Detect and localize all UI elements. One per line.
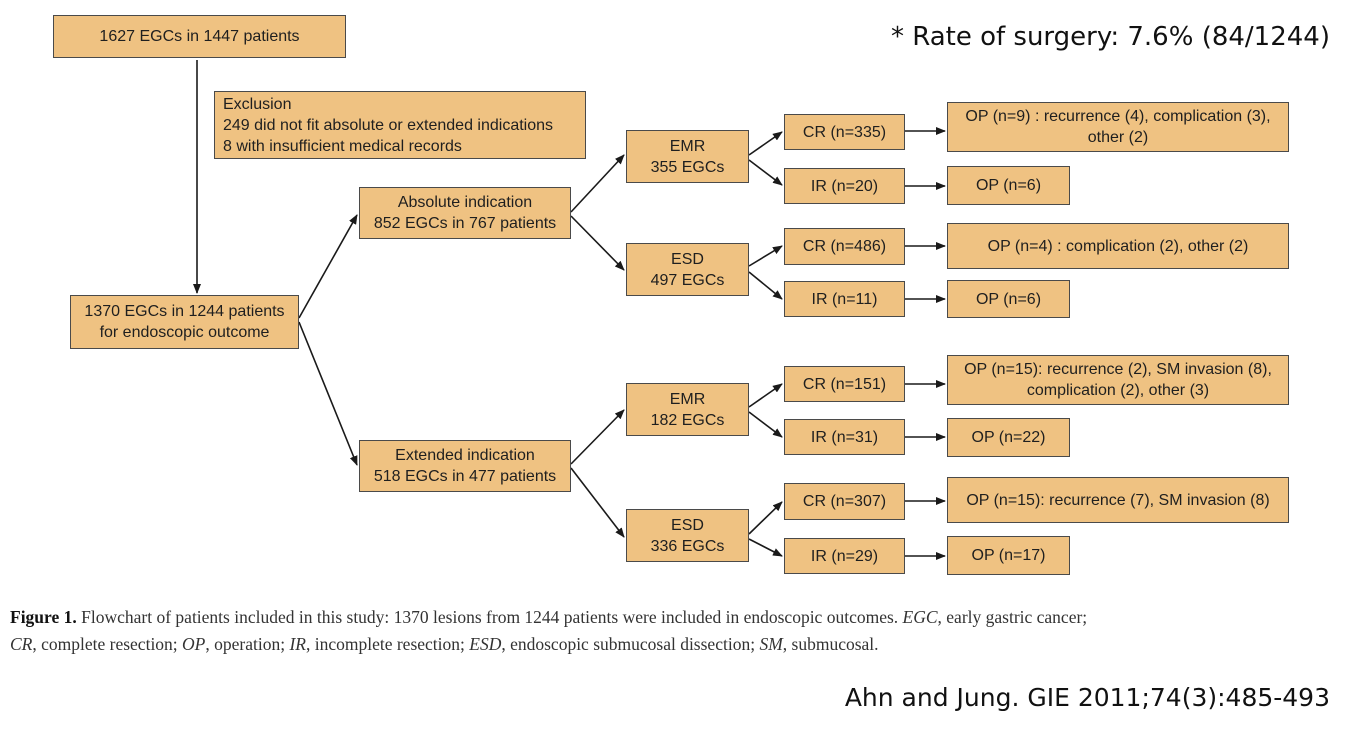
exclusion-line-1: 249 did not fit absolute or extended ind…	[223, 116, 554, 134]
caption-def: , endoscopic submucosal dissection;	[501, 634, 760, 654]
cr-label: CR (n=307)	[802, 493, 887, 510]
arrow-ext-esd-to-ir	[748, 538, 783, 557]
extended-line-2: 518 EGCs in 477 patients	[373, 468, 557, 485]
cr-label: CR (n=151)	[802, 375, 887, 393]
extended-emr-line-2: 182 EGCs	[650, 411, 725, 429]
absolute-indication-box: Absolute indication 852 EGCs in 767 pati…	[359, 187, 571, 239]
op-label: OP (n=17)	[971, 547, 1046, 564]
endoscopic-line-1: 1370 EGCs in 1244 patients	[84, 303, 285, 320]
cr-box-ext-emr: CR (n=151)	[784, 366, 905, 402]
caption-abbr: OP	[182, 634, 206, 654]
ir-label: IR (n=11)	[811, 290, 878, 308]
caption-abbr: ESD	[469, 634, 502, 654]
caption-label: Figure 1.	[10, 607, 77, 627]
figure-caption: Figure 1. Flowchart of patients included…	[10, 604, 1345, 658]
caption-def: , incomplete resection;	[305, 634, 470, 654]
extended-line-1: Extended indication	[395, 447, 535, 464]
extended-emr-box: EMR 182 EGCs	[626, 383, 749, 436]
absolute-emr-box: EMR 355 EGCs	[626, 130, 749, 183]
ir-label: IR (n=20)	[810, 177, 879, 195]
connector-arrows	[193, 60, 946, 560]
absolute-esd-line-1: ESD	[671, 250, 704, 268]
absolute-line-1: Absolute indication	[397, 194, 533, 211]
op-box-abs-esd-ir: OP (n=6)	[947, 280, 1070, 318]
ir-box-abs-emr: IR (n=20)	[784, 168, 905, 204]
arrow-ext-emr-to-cr	[748, 383, 783, 408]
op-line-2: other (2)	[1087, 129, 1149, 146]
absolute-esd-box: ESD 497 EGCs	[626, 243, 749, 296]
cr-box-ext-esd: CR (n=307)	[784, 483, 905, 520]
caption-def: , operation;	[205, 634, 290, 654]
op-box-ext-emr-cr: OP (n=15): recurrence (2), SM invasion (…	[947, 355, 1289, 405]
arrow-abs-emr-to-ir	[748, 159, 783, 186]
op-line-1: OP (n=9) : recurrence (4), complication …	[965, 108, 1271, 125]
arrow-abs-esd-to-ir	[748, 271, 783, 300]
endoscopic-line-2: for endoscopic outcome	[99, 324, 270, 341]
ir-box-abs-esd: IR (n=11)	[784, 281, 905, 317]
rate-of-surgery-note: * Rate of surgery: 7.6% (84/1244)	[890, 22, 1330, 52]
exclusion-box: Exclusion 249 did not fit absolute or ex…	[214, 91, 586, 159]
cr-box-abs-esd: CR (n=486)	[784, 228, 905, 265]
arrow-endoscopic-to-absolute	[298, 214, 358, 319]
arrow-extended-to-esd	[570, 467, 625, 538]
arrow-ext-esd-to-cr	[748, 501, 783, 535]
cr-label: CR (n=486)	[802, 238, 887, 255]
ir-label: IR (n=31)	[810, 428, 879, 446]
extended-esd-line-2: 336 EGCs	[650, 537, 725, 555]
op-box-ext-esd-ir: OP (n=17)	[947, 536, 1070, 575]
arrow-endoscopic-to-extended	[298, 321, 358, 466]
start-box-label: 1627 EGCs in 1447 patients	[99, 28, 300, 45]
extended-emr-line-1: EMR	[669, 390, 706, 408]
op-label: OP (n=4) : complication (2), other (2)	[987, 237, 1249, 255]
extended-esd-box: ESD 336 EGCs	[626, 509, 749, 562]
op-box-ext-esd-cr: OP (n=15): recurrence (7), SM invasion (…	[947, 477, 1289, 523]
endoscopic-outcome-box: 1370 EGCs in 1244 patients for endoscopi…	[70, 295, 299, 349]
arrow-absolute-to-esd	[570, 215, 625, 271]
op-line-2: complication (2), other (3)	[1026, 382, 1210, 399]
op-box-abs-emr-ir: OP (n=6)	[947, 166, 1070, 205]
absolute-emr-line-1: EMR	[669, 137, 706, 155]
op-label: OP (n=22)	[971, 429, 1046, 446]
caption-abbr: IR	[289, 634, 306, 654]
exclusion-title: Exclusion	[223, 95, 292, 113]
cr-box-abs-emr: CR (n=335)	[784, 114, 905, 150]
ir-label: IR (n=29)	[810, 547, 879, 565]
caption-abbr: EGC	[902, 607, 938, 627]
op-box-abs-esd-cr: OP (n=4) : complication (2), other (2)	[947, 223, 1289, 269]
caption-abbr: SM	[759, 634, 783, 654]
caption-def: , complete resection;	[32, 634, 183, 654]
cr-label: CR (n=335)	[802, 123, 887, 141]
extended-indication-box: Extended indication 518 EGCs in 477 pati…	[359, 440, 571, 492]
op-label: OP (n=6)	[975, 177, 1042, 194]
absolute-line-2: 852 EGCs in 767 patients	[373, 215, 557, 232]
op-box-abs-emr-cr: OP (n=9) : recurrence (4), complication …	[947, 102, 1289, 152]
arrow-ext-emr-to-ir	[748, 411, 783, 438]
arrow-absolute-to-emr	[570, 154, 625, 213]
start-box: 1627 EGCs in 1447 patients	[53, 15, 346, 58]
caption-def: , submucosal.	[782, 634, 879, 654]
op-line-1: OP (n=15): recurrence (2), SM invasion (…	[964, 361, 1272, 378]
op-label: OP (n=6)	[975, 290, 1042, 308]
op-box-ext-emr-ir: OP (n=22)	[947, 418, 1070, 457]
caption-text: Flowchart of patients included in this s…	[76, 607, 903, 627]
arrow-extended-to-emr	[570, 409, 625, 465]
extended-esd-line-1: ESD	[671, 516, 704, 534]
citation: Ahn and Jung. GIE 2011;74(3):485-493	[844, 683, 1330, 712]
op-label: OP (n=15): recurrence (7), SM invasion (…	[966, 491, 1270, 509]
ir-box-ext-emr: IR (n=31)	[784, 419, 905, 455]
arrow-abs-esd-to-cr	[748, 245, 783, 267]
caption-def: , early gastric cancer;	[937, 607, 1088, 627]
arrow-abs-emr-to-cr	[748, 131, 783, 156]
absolute-esd-line-2: 497 EGCs	[650, 271, 725, 289]
exclusion-line-2: 8 with insufficient medical records	[223, 137, 462, 155]
absolute-emr-line-2: 355 EGCs	[650, 158, 725, 176]
ir-box-ext-esd: IR (n=29)	[784, 538, 905, 574]
caption-abbr: CR	[10, 634, 33, 654]
